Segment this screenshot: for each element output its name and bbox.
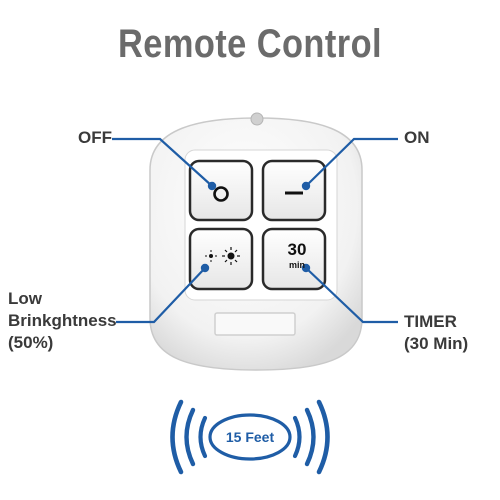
half-brightness-icon	[205, 247, 240, 265]
callout-off	[112, 137, 213, 187]
callout-low-brightness	[116, 267, 206, 324]
on-label-text: ON	[404, 128, 430, 147]
on-label: ON	[404, 127, 430, 149]
timer-value: 30	[287, 240, 307, 259]
callout-dot-on	[301, 181, 311, 191]
on-button[interactable]	[261, 159, 327, 222]
led-indicator	[250, 112, 264, 126]
range-ring	[208, 413, 292, 461]
page-title: Remote Control	[117, 22, 383, 66]
signal-wave-right-2	[304, 407, 316, 467]
off-label-text: OFF	[78, 128, 112, 147]
low-brightness-label: Low Brinkghtness (50%)	[8, 288, 117, 354]
callout-lines	[112, 137, 398, 324]
callout-dot-low-brightness	[200, 263, 210, 273]
low-brightness-label-line-3: (50%)	[8, 333, 54, 352]
signal-wave-right-1	[292, 415, 302, 459]
timer-button[interactable]	[261, 227, 327, 291]
signal-wave-right-3	[316, 399, 330, 475]
range-label: 15 Feet	[225, 429, 275, 445]
signal-range-icon	[170, 399, 330, 475]
low-brightness-label-line-2: Brinkghtness	[8, 311, 117, 330]
timer-label-line-2: (30 Min)	[404, 334, 469, 353]
callout-dot-off	[207, 181, 217, 191]
timer-label-line-1: TIMER	[404, 312, 457, 331]
off-button[interactable]	[188, 159, 254, 222]
remote-body	[149, 112, 363, 371]
signal-wave-left-1	[198, 415, 208, 459]
off-label: OFF	[78, 127, 112, 149]
low-brightness-button[interactable]	[188, 227, 254, 291]
signal-wave-left-2	[184, 407, 196, 467]
timer-unit: min	[288, 260, 305, 270]
callout-timer	[305, 267, 398, 324]
circle-icon	[213, 186, 229, 202]
battery-slot	[214, 312, 296, 336]
callout-on	[305, 137, 398, 187]
callout-dot-timer	[301, 263, 311, 273]
low-brightness-label-line-1: Low	[8, 289, 42, 308]
timer-label: TIMER (30 Min)	[404, 311, 468, 355]
signal-wave-left-3	[170, 399, 184, 475]
